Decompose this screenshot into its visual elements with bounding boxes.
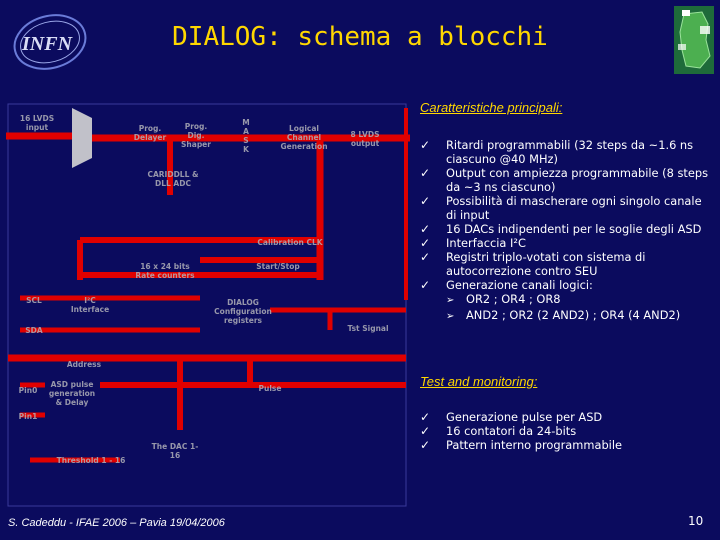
checkmark-icon: ✓ <box>420 138 431 152</box>
checkmark-icon: ✓ <box>420 250 431 264</box>
caddll-block: CARIDDLL & DLL ADC <box>147 170 199 188</box>
test-list: ✓Generazione pulse per ASD ✓16 contatori… <box>420 410 712 452</box>
feature-item: ✓Interfaccia I²C <box>420 236 526 250</box>
feature-item: ✓Possibilità di mascherare ogni singolo … <box>420 194 702 222</box>
feature-item: ✓Ritardi programmabili (32 steps da ~1.6… <box>420 138 694 166</box>
prog-dig-shaper-block: Prog. Dig. Shaper <box>181 122 211 149</box>
dac-block: The DAC 1-16 <box>151 442 199 460</box>
slide-title: DIALOG: schema a blocchi <box>172 22 548 52</box>
features-list: ✓Ritardi programmabili (32 steps da ~1.6… <box>420 138 712 292</box>
tst-signal-label: Tst Signal <box>347 324 389 333</box>
dialog-config-block: DIALOG Configuration registers <box>214 298 272 325</box>
footer: S. Cadeddu - IFAE 2006 – Pavia 19/04/200… <box>8 517 225 529</box>
feature-item: ✓16 DACs indipendenti per le soglie degl… <box>420 222 702 236</box>
test-item: ✓Pattern interno programmabile <box>420 438 623 452</box>
test-list-wrap: ✓Generazione pulse per ASD ✓16 contatori… <box>420 410 712 452</box>
checkmark-icon: ✓ <box>420 194 431 208</box>
rate-counters-block: 16 x 24 bits Rate counters <box>135 262 195 280</box>
checkmark-icon: ✓ <box>420 410 431 424</box>
asd-pulse-block: ASD pulse generation & Delay <box>48 380 96 407</box>
checkmark-icon: ✓ <box>420 166 431 180</box>
calibration-clk-label: Calibration CLK <box>257 238 323 247</box>
arrow-icon: ➢ <box>446 295 455 306</box>
infn-logo: INFN <box>8 8 88 76</box>
feature-item: ✓Generazione canali logici: <box>420 278 593 292</box>
page-number: 10 <box>688 514 704 528</box>
prog-delayer-block: Prog. Delayer <box>133 124 167 142</box>
checkmark-icon: ✓ <box>420 424 431 438</box>
feature-item: ✓Output con ampiezza programmabile (8 st… <box>420 166 709 194</box>
checkmark-icon: ✓ <box>420 278 431 292</box>
arrow-icon: ➢ <box>446 311 455 322</box>
i2c-interface-block: I²C Interface <box>70 296 110 314</box>
lvds-input-label: 16 LVDS input <box>19 114 55 132</box>
pin1-label: Pin1 <box>18 412 38 421</box>
checkmark-icon: ✓ <box>420 222 431 236</box>
scl-label: SCL <box>26 296 42 305</box>
logical-channel-block: Logical Channel Generation <box>280 124 328 151</box>
start-stop-label: Start/Stop <box>256 262 300 271</box>
mask-block: M A S K <box>242 118 250 154</box>
test-heading: Test and monitoring: <box>420 374 538 389</box>
features-heading: Caratteristiche principali: <box>420 100 563 115</box>
block-diagram: 16 LVDS input Prog. Delayer Prog. Dig. S… <box>0 100 410 510</box>
test-item: ✓16 contatori da 24-bits <box>420 424 577 438</box>
address-label: Address <box>66 360 102 369</box>
checkmark-icon: ✓ <box>420 438 431 452</box>
sda-label: SDA <box>25 326 43 335</box>
subitem: ➢OR2 ; OR4 ; OR8 <box>446 292 561 306</box>
lvds-output-block: 8 LVDS output <box>350 130 380 148</box>
features-list-wrap: ✓Ritardi programmabili (32 steps da ~1.6… <box>420 138 712 324</box>
infn-logo-text: INFN <box>21 33 74 55</box>
sardinia-logo <box>672 4 716 76</box>
checkmark-icon: ✓ <box>420 236 431 250</box>
feature-item: ✓Registri triplo-votati con sistema di a… <box>420 250 646 278</box>
test-item: ✓Generazione pulse per ASD <box>420 410 603 424</box>
subitem: ➢AND2 ; OR2 (2 AND2) ; OR4 (4 AND2) <box>446 308 681 322</box>
pin0-label: Pin0 <box>18 386 38 395</box>
threshold-label: Threshold 1 - 16 <box>56 456 126 465</box>
pulse-label: Pulse <box>258 384 282 393</box>
